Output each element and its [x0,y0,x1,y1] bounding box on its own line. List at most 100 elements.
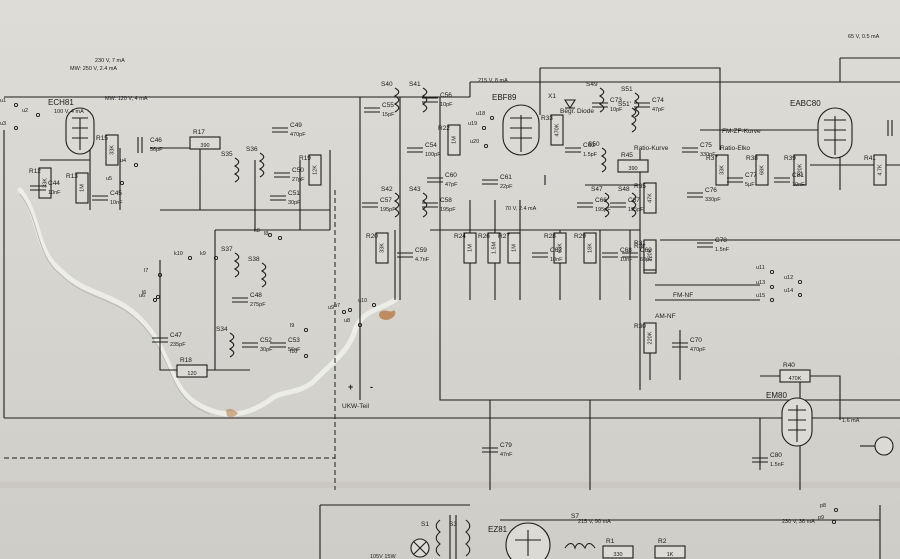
resistor-ref: R20 [366,233,378,240]
switch-label: u19 [468,121,477,127]
coil-s41: S41 [409,81,428,113]
capacitor-value: 1.5nF [770,462,785,468]
resistor-ref: R38 [746,155,758,162]
coil-s50: S50 [588,141,607,173]
coil-label: S42 [381,186,393,193]
supply-note-n1: 230 V, 7 mA [95,58,125,64]
switch-label: k9 [200,251,206,257]
resistor-ref: R26 [478,233,490,240]
capacitor-value: 330pF [700,152,716,158]
coil-label: S50 [588,141,600,148]
eabc-supply [839,57,900,82]
capacitor-value: 27pF [292,177,305,183]
resistor-value: 470K [554,123,560,136]
capacitor-ref: C69 [640,247,652,254]
coil-s37: S37 [221,246,240,278]
switch-label: l9 [290,323,294,329]
paper-tear-edge [19,193,211,415]
ukw-lines [359,97,401,400]
resistor-value: 1.5M [491,241,497,254]
switch-label: u4 [120,158,126,164]
capacitor-value: 47pF [652,107,665,113]
switch-u5: u5 [106,176,125,186]
tube-label: EBF89 [492,93,517,102]
capacitor-value: 30pF [288,200,301,206]
coil-label: S40 [381,81,393,88]
resistor-value: 33K [109,145,115,155]
tank-bus [159,229,330,371]
switch-p8: p8 [820,503,839,513]
capacitor-c80: C80 1.5nF [752,452,785,468]
coil-s36: S36 [246,146,265,178]
supply-note-n7: 1.6 mA [842,418,860,424]
supply-note-n2: MW: 250 V, 2.4 mA [70,66,117,72]
capacitor-ref: C46 [150,137,162,144]
switch-u18: u18 [476,111,495,121]
switch-k10: k10 [174,251,193,261]
capacitor-ref: C61 [500,174,512,181]
tube-label: EZ81 [488,525,508,534]
capacitor-value: 1.5pF [583,152,598,158]
s7-choke [564,542,596,550]
capacitor-value: 195pF [380,207,396,213]
rust-stain-2 [226,408,238,417]
switch-l7: l7 [144,268,163,278]
capacitor-c61: C61 22pF [482,174,513,190]
coil-s47: S47 [591,186,610,218]
switch-u7: u7 [334,303,353,313]
diode-label: X1 [548,93,556,100]
switch-u19: u19 [468,121,487,131]
capacitor-ref: C79 [500,442,512,449]
capacitor-value: 22pF [500,184,513,190]
capacitor-value: 470pF [290,132,306,138]
switch-u4: u4 [120,158,139,168]
rust-stain [379,310,396,320]
capacitor-value: 1.5nF [715,247,730,253]
annotation-minus: - [370,382,373,392]
capacitor-value: 10nF [792,182,805,188]
switch-u10: u10 [358,298,377,308]
capacitor-ref: C80 [770,452,782,459]
coil-label: S38 [248,256,260,263]
capacitor-value: 235pF [170,342,186,348]
capacitor-value: 275pF [250,302,266,308]
coil-label: S35 [221,151,233,158]
diode-x1: X1 [548,93,576,110]
antenna-jack [860,436,894,456]
switch-label: u7 [334,303,340,309]
capacitor-ref: C56 [440,92,452,99]
resistor-value: 12K [312,165,318,175]
switch-u9: u9 [328,305,347,315]
paper-fold-shadow [0,482,900,488]
resistor-ref: R24 [454,233,466,240]
capacitor-ref: C73 [610,97,622,104]
coil-label: S1 [421,521,429,528]
ech-cathode [40,148,121,210]
resistor-value: 33K [719,165,725,175]
capacitor-ref: C59 [415,247,427,254]
capacitor-ref: C48 [250,292,262,299]
capacitor-ref: C68 [620,247,632,254]
resistor-ref: R37 [706,155,718,162]
resistor-value: 390 [200,143,209,149]
resistor-ref: R1 [606,538,615,545]
